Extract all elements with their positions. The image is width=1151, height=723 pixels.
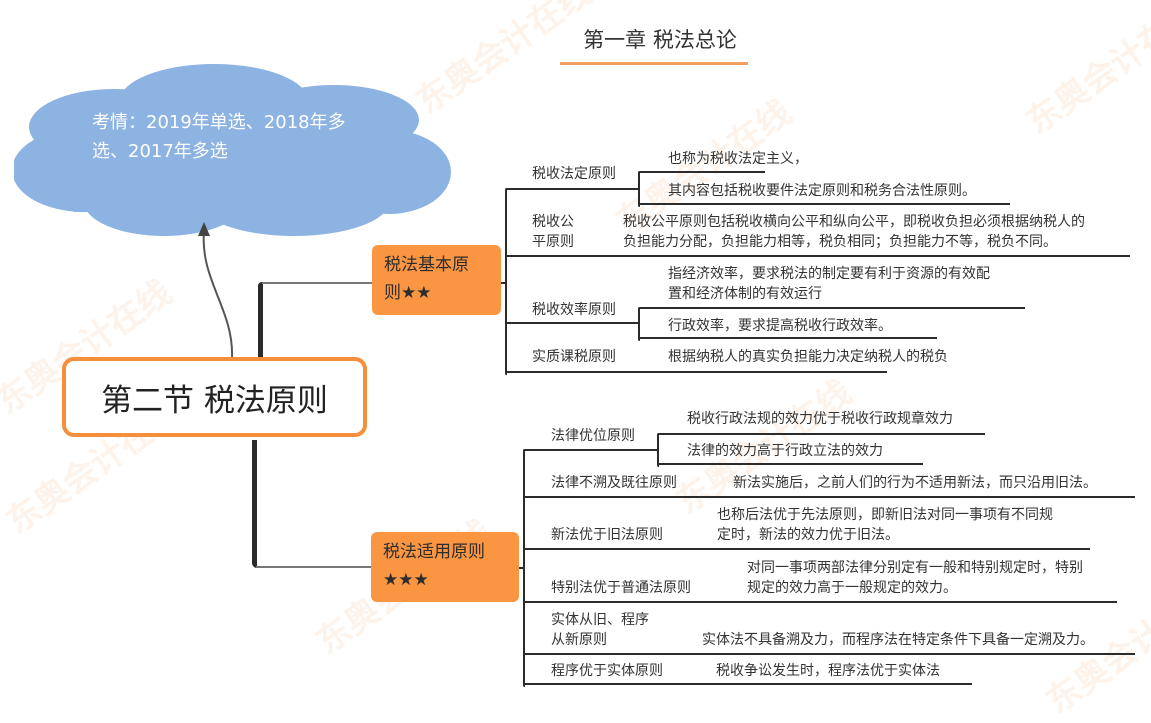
trunk-line (262, 282, 372, 284)
principle-detail: 也称为税收法定主义， (668, 151, 808, 167)
connector (525, 548, 1090, 550)
principle-detail: 税收公平原则包括税收横向公平和纵向公平，即税收负担必须根据纳税人的 (623, 214, 1085, 230)
connector (525, 496, 1135, 498)
branch-node-basic-principles[interactable]: 税法基本原 则★★ (372, 245, 501, 315)
branch-label: 则★★ (384, 283, 432, 303)
connector (519, 567, 525, 569)
connector (501, 282, 507, 284)
principle-detail: 指经济效率，要求税法的制定要有利于资源的有效配 (668, 266, 990, 282)
cloud-note-line: 考情：2019年单选、2018年多 (92, 112, 346, 133)
connector (507, 188, 639, 190)
principle-detail: 负担能力分配，负担能力相等，税负相同；负担能力不等，税负不同。 (623, 234, 1057, 250)
connector (640, 307, 1025, 309)
principle-name: 程序优于实体原则 (551, 663, 663, 679)
principle-name: 法律优位原则 (551, 428, 635, 444)
connector (525, 653, 1135, 655)
principle-name: 实质课税原则 (532, 349, 616, 365)
principle-detail: 其内容包括税收要件法定原则和税务合法性原则。 (668, 183, 976, 199)
watermark: 东奥会计在线 (1018, 0, 1151, 143)
cloud-note-line: 选、2017年多选 (92, 141, 228, 162)
connector-arrow (198, 222, 234, 359)
connector (659, 463, 923, 465)
connector (640, 203, 1010, 205)
principle-name: 实体从旧、程序 (551, 612, 649, 628)
principle-detail: 定时，新法的效力优于旧法。 (717, 527, 899, 543)
cloud-shape (14, 64, 451, 236)
principle-name: 税收公 (532, 214, 574, 230)
principle-name: 特别法优于普通法原则 (551, 580, 691, 596)
principle-name: 新法优于旧法原则 (551, 527, 663, 543)
principle-detail: 根据纳税人的真实负担能力决定纳税人的税负 (668, 349, 948, 365)
connector (525, 449, 659, 451)
principle-detail: 法律的效力高于行政立法的效力 (687, 443, 883, 459)
connector (640, 171, 765, 173)
principle-detail: 规定的效力高于一般规定的效力。 (747, 580, 957, 596)
principle-name: 平原则 (532, 234, 574, 250)
title-underline (560, 62, 748, 65)
connector (659, 433, 985, 435)
branch-label: ★★★ (383, 570, 429, 590)
principle-name: 从新原则 (551, 632, 607, 648)
principle-detail: 实体法不具备溯及力，而程序法在特定条件下具备一定溯及力。 (702, 632, 1094, 648)
principle-detail: 新法实施后，之前人们的行为不适用新法，而只沿用旧法。 (733, 475, 1097, 491)
trunk-line (258, 282, 263, 358)
connector (525, 601, 1117, 603)
principle-detail: 置和经济体制的有效运行 (668, 286, 822, 302)
principle-detail: 行政效率，要求提高税收行政效率。 (668, 318, 892, 334)
connector (640, 337, 937, 339)
branch-label: 税法适用原则 (383, 542, 485, 562)
connector (507, 322, 639, 324)
sub-bracket (657, 433, 659, 467)
connector (507, 255, 1130, 257)
branch-bracket (505, 188, 507, 375)
connector (525, 683, 972, 685)
principle-name: 税收效率原则 (532, 302, 616, 318)
sub-bracket (638, 171, 640, 207)
principle-name: 法律不溯及既往原则 (551, 475, 677, 491)
trunk-line (256, 566, 371, 568)
branch-label: 税法基本原 (384, 255, 469, 275)
branch-node-application-principles[interactable]: 税法适用原则 ★★★ (371, 532, 519, 602)
chapter-title: 第一章 税法总论 (583, 28, 737, 52)
sub-bracket (638, 307, 640, 341)
principle-detail: 税收行政法规的效力优于税收行政规章效力 (687, 411, 953, 427)
trunk-line (252, 440, 257, 568)
principle-detail: 对同一事项两部法律分别定有一般和特别规定时，特别 (747, 560, 1083, 576)
root-node[interactable]: 第二节 税法原则 (62, 357, 367, 437)
principle-detail: 也称后法优于先法原则，即新旧法对同一事项有不同规 (717, 507, 1053, 523)
principle-name: 税收法定原则 (532, 166, 616, 182)
connector (507, 371, 887, 373)
principle-detail: 税收争讼发生时，程序法优于实体法 (716, 663, 940, 679)
cloud-note: 考情：2019年单选、2018年多 选、2017年多选 (92, 108, 392, 166)
